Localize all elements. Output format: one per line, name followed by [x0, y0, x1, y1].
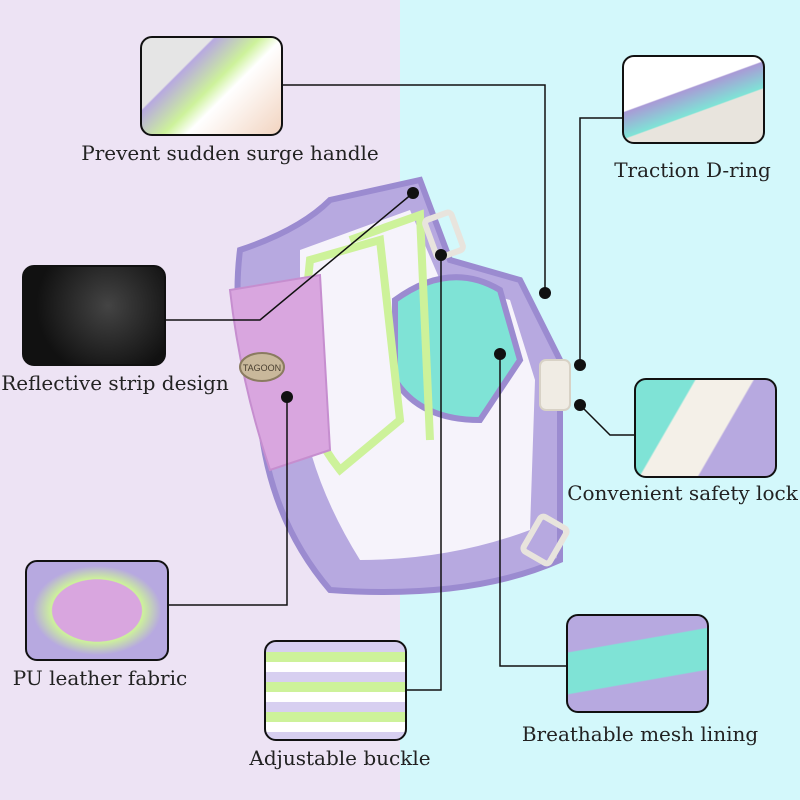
label-safety-lock: Convenient safety lock: [567, 481, 798, 505]
harness-product-image: TAGOON: [228, 176, 571, 595]
label-traction-d-ring: Traction D-ring: [614, 158, 771, 182]
label-reflective-strip: Reflective strip design: [1, 371, 229, 395]
thumb-safety-lock: [634, 378, 777, 478]
thumb-reflective-strip: [22, 265, 166, 366]
callout-lines: [165, 84, 634, 691]
label-surge-handle: Prevent sudden surge handle: [81, 141, 379, 165]
thumb-surge-handle: [140, 36, 283, 136]
thumb-pu-leather: [25, 560, 169, 661]
thumb-mesh-lining: [566, 614, 709, 713]
label-pu-leather: PU leather fabric: [12, 666, 188, 690]
brand-logo: TAGOON: [243, 363, 281, 373]
thumb-traction-d-ring: [622, 55, 765, 144]
callout-dots: [281, 187, 586, 411]
thumb-adjustable-buckle: [264, 640, 407, 741]
label-mesh-lining: Breathable mesh lining: [521, 722, 759, 746]
label-adjustable-buckle: Adjustable buckle: [249, 746, 431, 770]
